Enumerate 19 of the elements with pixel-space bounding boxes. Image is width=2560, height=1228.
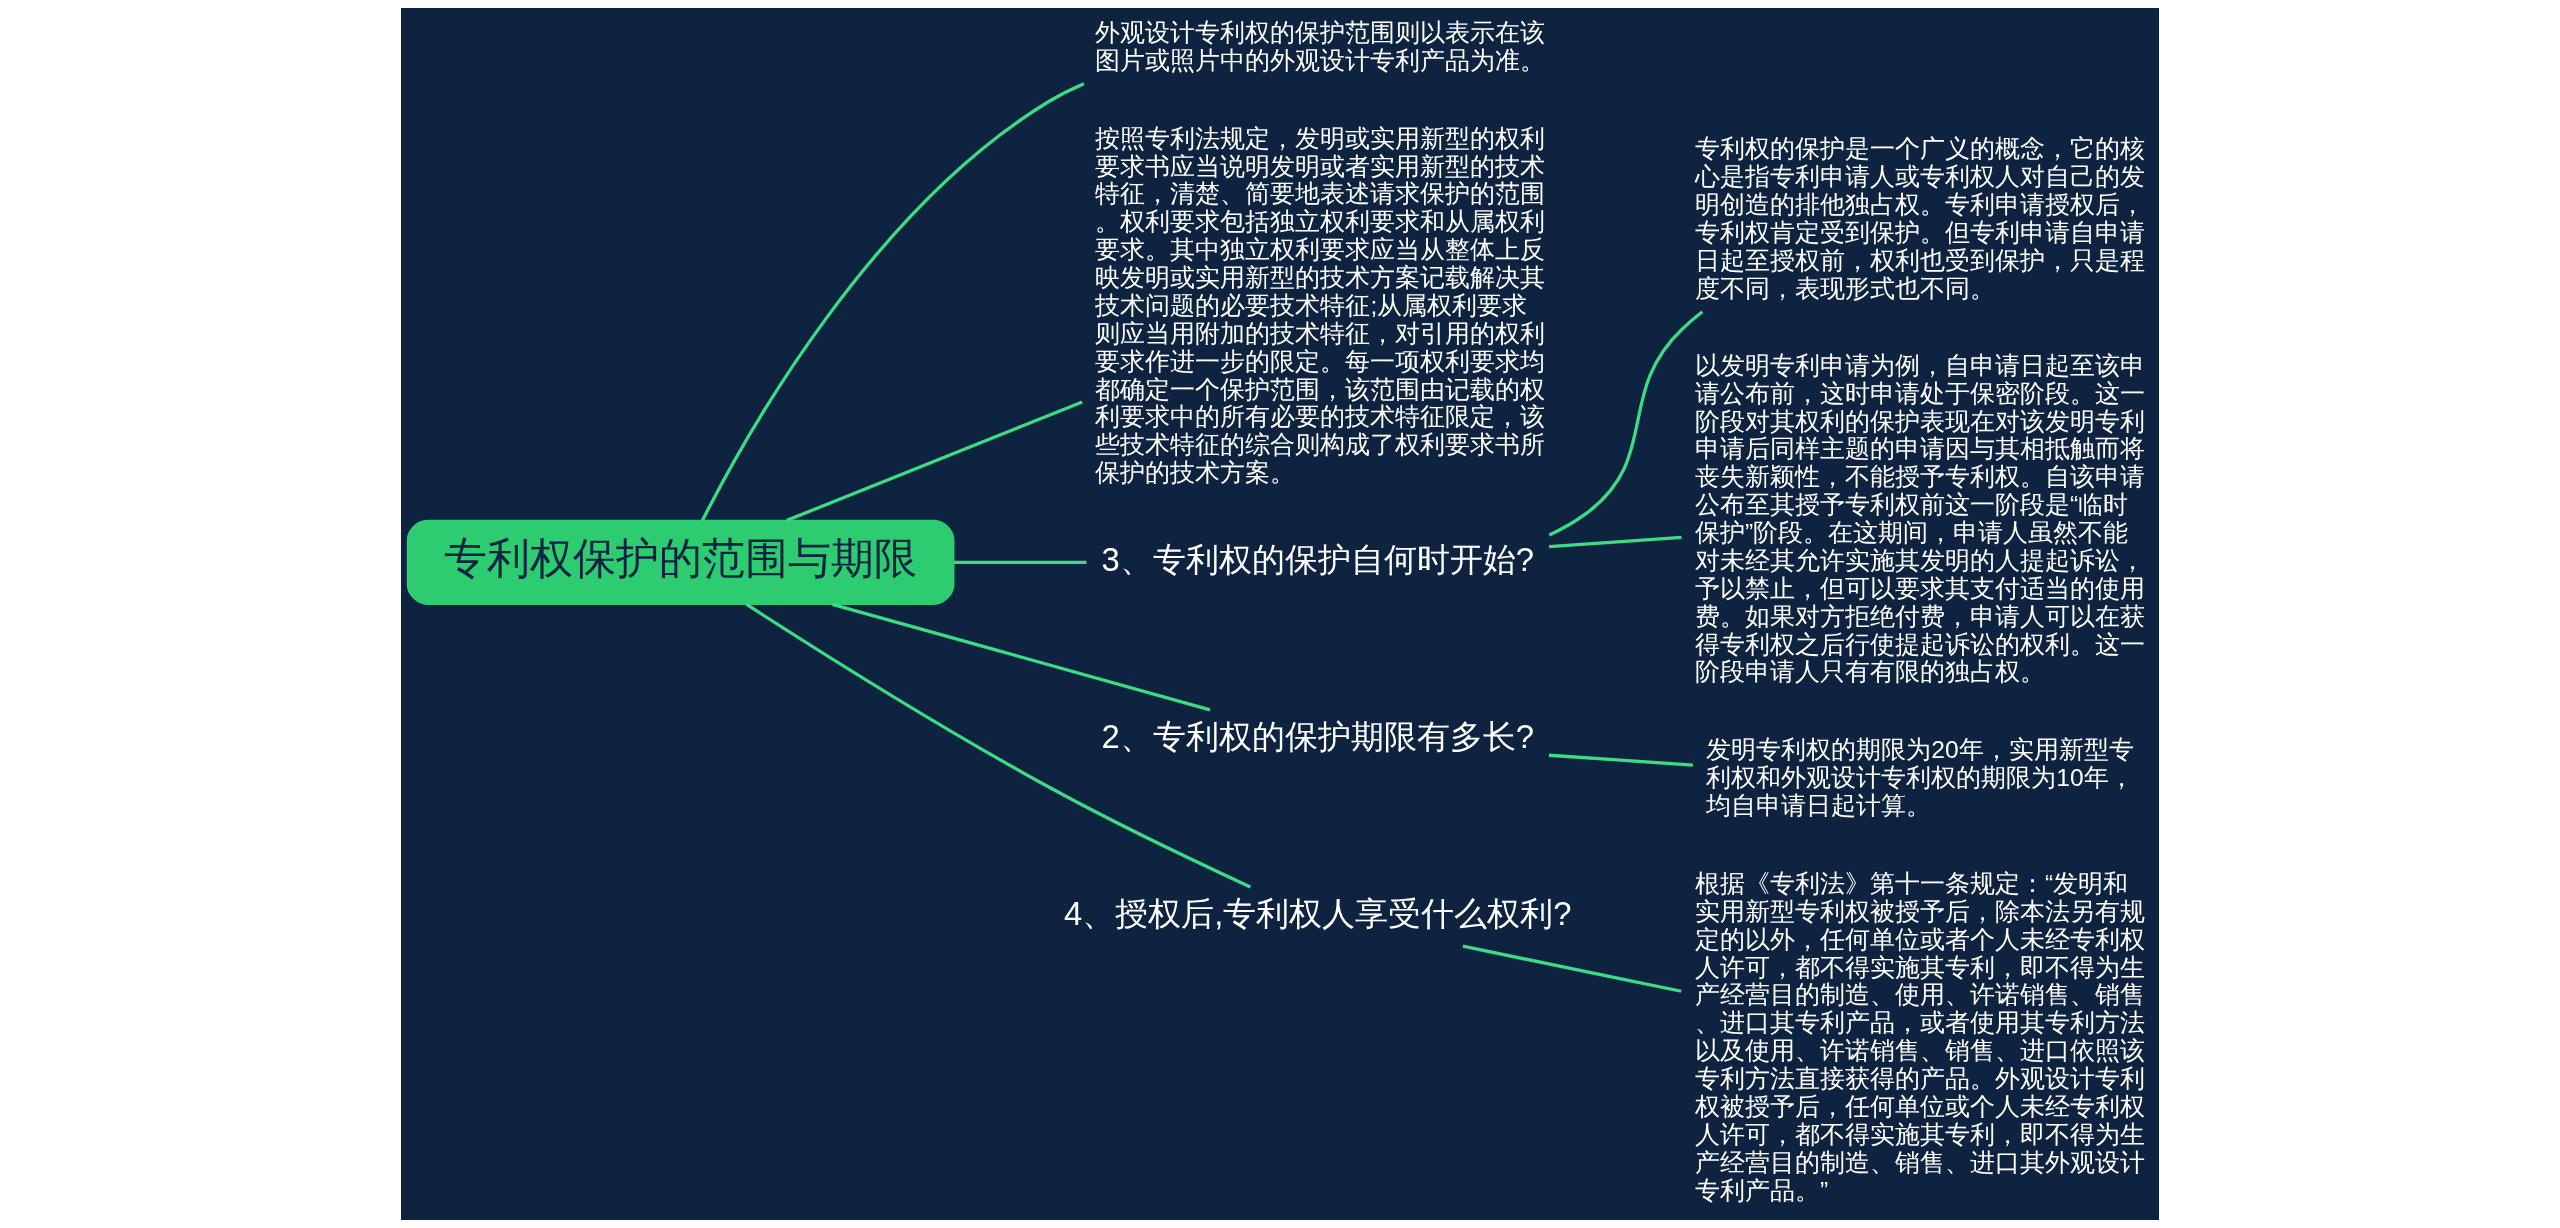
connector [832, 602, 1211, 712]
node-text: 根据《专利法》第十一条规定：“发明和实用新型专利权被授予后，除本法另有规定的以外，任何单位或者个人未经专利权人许可，都不得实施其专利，即不得为生产经营目的制造、使用、许诺销售、销售、进口其专利产品，或者使用其专利方法以及使用、许诺销售、销售、进口依照该专利方法直接获得的产品。外观设计专利权被授予后，任何单位或个人未经专利权人许可，都不得实施其专利，即不得为生产经营目的制造、销售、进口其外观设计专利产品。” [1694, 869, 2145, 1204]
node-text: 2、专利权的保护期限有多长? [1101, 717, 1534, 755]
connector [786, 400, 1083, 522]
node-text: 按照专利法规定，发明或实用新型的权利要求书应当说明发明或者实用新型的技术特征，清楚、简要地表述请求保护的范围。权利要求包括独立权利要求和从属权利要求。其中独立权利要求应当从整体上反映发明或实用新型的技术方案记载解决其技术问题的必要技术特征;从属权利要求则应当用附加的技术特征，对引用的权利要求作进一步的限定。每一项权利要求均都确定一个保护范围，该范围由记载的权利要求中的所有必要的技术特征限定，该些技术特征的综合则构成了权利要求书所保护的技术方案。 [1095, 124, 1546, 487]
connector [1462, 944, 1682, 993]
connector [953, 560, 1087, 564]
connector [1548, 753, 1693, 767]
node-text: 发明专利权的期限为20年，实用新型专利权和外观设计专利权的期限为10年，均自申请日起计算。 [1706, 736, 2134, 820]
node-text: 以发明专利申请为例，自申请日起至该申请公布前，这时申请处于保密阶段。这一阶段对其权利的保护表现在对该发明专利申请后同样主题的申请因与其相抵触而将丧失新颖性，不能授予专利权。自该申请公布至其授予专利权前这一阶段是“临时保护”阶段。在这期间，申请人虽然不能对未经其允许实施其发明的人提起诉讼，予以禁止，但可以要求其支付适当的使用费。如果对方拒绝付费，申请人可以在获得专利权之后行使提起诉讼的权利。这一阶段申请人只有有限的独占权。 [1694, 351, 2145, 686]
connector [1548, 535, 1682, 549]
connector [745, 603, 1252, 889]
node-text: 3、专利权的保护自何时开始? [1101, 540, 1534, 578]
connector [1548, 310, 1704, 537]
connector [701, 82, 1085, 522]
node-text: 4、授权后,专利权人享受什么权利? [1063, 894, 1572, 932]
node-box: 专利权保护的范围与期限 [406, 519, 955, 605]
node-text: 外观设计专利权的保护范围则以表示在该图片或照片中的外观设计专利产品为准。 [1095, 18, 1546, 74]
node-text: 专利权的保护是一个广义的概念，它的核心是指专利申请人或专利权人对自己的发明创造的排他独占权。专利申请授权后，专利权肯定受到保护。但专利申请自申请日起至授权前，权利也受到保护，只是程度不同，表现形式也不同。 [1694, 135, 2145, 302]
